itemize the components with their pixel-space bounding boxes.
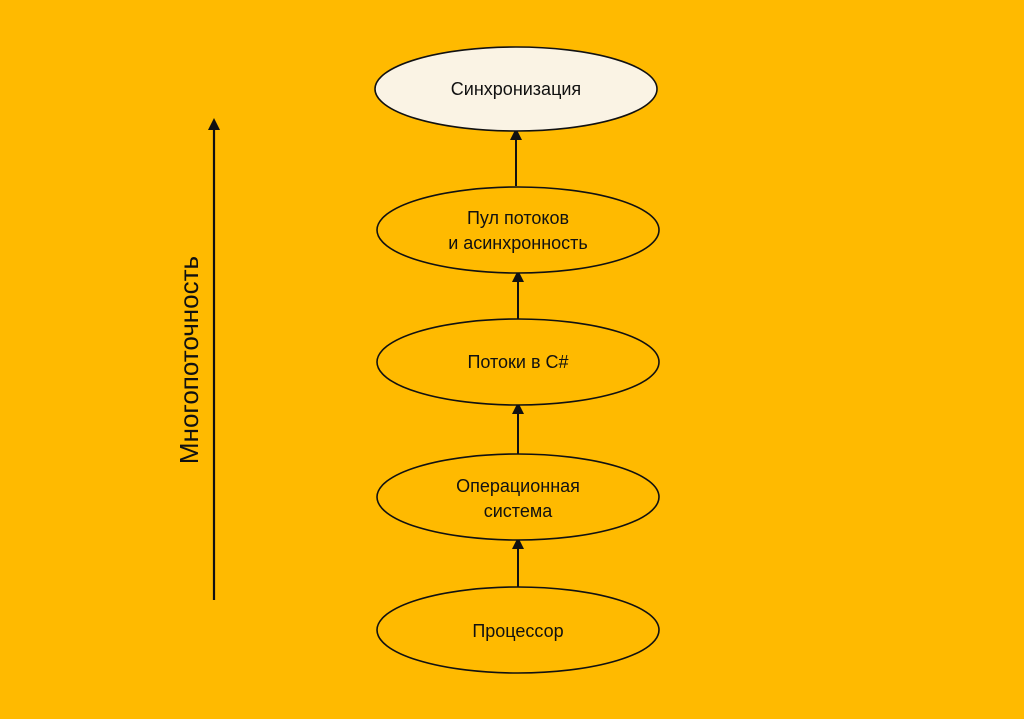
node-operating-system: Операционная система [376,453,660,541]
node-operating-system-label-line1: Операционная [456,476,580,496]
node-thread-pool-label-line2: и асинхронность [448,233,588,253]
node-processor: Процессор [376,586,660,674]
axis-label: Многопоточность [174,256,204,464]
node-processor-label: Процессор [472,621,563,641]
node-synchronization-label: Синхронизация [451,79,581,99]
node-threads-csharp: Потоки в C# [376,318,660,406]
node-threads-csharp-label: Потоки в C# [467,352,568,372]
node-thread-pool: Пул потоков и асинхронность [376,186,660,274]
node-thread-pool-label-line1: Пул потоков [467,208,569,228]
node-synchronization: Синхронизация [374,46,658,132]
node-operating-system-label-line2: система [484,501,553,521]
